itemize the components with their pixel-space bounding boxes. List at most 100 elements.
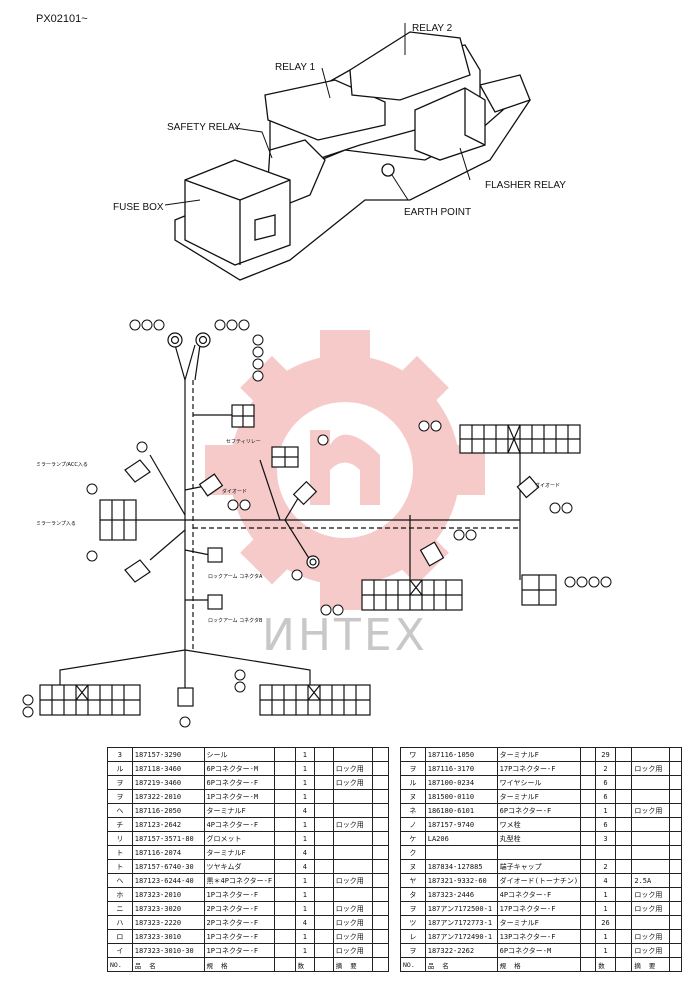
cell-empty [668,915,683,930]
cell-empty [580,915,597,930]
header-cell: 数 [595,957,616,972]
connector-1p-bottom [177,687,194,707]
mounting-bracket [479,74,531,113]
cell-empty [371,775,390,790]
cell-empty [614,831,633,846]
header-label: NO. [403,960,415,969]
cell-name: シール [203,747,276,762]
cell-empty [614,943,633,958]
header-label: 品 [134,961,142,970]
callout-connector-a: ロックアーム コネクタA [208,573,263,580]
connector-6p-left [99,499,137,541]
cell-empty [314,915,334,930]
label-flasher-relay: FLASHER RELAY [485,180,566,191]
connector-lock-b [207,594,223,610]
cell-part: 187116-2074 [131,845,205,860]
cell-note: ロック用 [332,873,373,888]
cell-part: 187123-6244-40 [131,873,205,888]
cell-no: タ [400,887,426,902]
cell-qty: 4 [294,803,316,818]
cell-empty [580,901,597,916]
cell-part: 187123-2642 [131,817,205,832]
connector-4p [271,446,299,468]
cell-note [332,789,373,804]
cell-no: 3 [107,747,133,762]
cell-empty [314,817,334,832]
cell-no: ル [107,761,133,776]
cell-qty: 1 [294,873,316,888]
cell-empty [371,929,390,944]
cell-part: 186180-6101 [424,803,498,818]
cell-note [332,845,373,860]
cell-qty: 26 [595,915,616,930]
cell-part: 187アン7172773-1 [424,915,498,930]
cell-qty: 1 [294,943,316,958]
cell-empty [314,943,334,958]
diode-left [198,473,224,497]
cell-name: グロメット [203,831,276,846]
cell-qty: 4 [294,915,316,930]
cell-no: チ [107,817,133,832]
cell-empty [274,943,296,958]
header-cell [614,957,633,972]
earth-point-bolt [381,163,395,177]
cell-empty [274,929,296,944]
callout-connector-b: ロックアーム コネクタB [208,617,263,624]
cell-empty [314,873,334,888]
header-cell: 摘要 [631,957,670,972]
connector-17p-top [459,424,581,454]
cell-part: 187アン7172490-1 [424,929,498,944]
cell-empty [668,859,683,874]
cell-no: ク [400,845,426,860]
cell-name: 1Pコネクター-M [203,789,276,804]
cell-note: ロック用 [332,929,373,944]
cell-no: ヲ [107,789,133,804]
cell-empty [371,747,390,762]
connector-lock-a [207,547,223,563]
cell-note: ロック用 [332,943,373,958]
cell-empty [580,817,597,832]
cell-name: 17Pコネクター-F [496,901,582,916]
cell-part: 187アン7172500-1 [424,901,498,916]
cell-empty [668,761,683,776]
cell-empty [314,761,334,776]
cell-no: ヌ [400,789,426,804]
cell-part: 187323-3020 [131,901,205,916]
cell-qty: 1 [294,789,316,804]
header-label: 数 [297,961,305,970]
cell-no: ヤ [400,873,426,888]
cell-empty [614,803,633,818]
cell-name: ダイオード(トーナチン) [496,873,582,888]
cell-name: ワメ栓 [496,817,582,832]
cell-no: ヲ [400,761,426,776]
cell-no: ツ [400,915,426,930]
cell-empty [371,803,390,818]
cell-part: 187100-0234 [424,775,498,790]
cell-name: 6Pコネクター-M [496,943,582,958]
cell-qty: 1 [294,901,316,916]
cell-empty [668,817,683,832]
cell-empty [668,873,683,888]
cell-note: ロック用 [332,915,373,930]
cell-empty [371,845,390,860]
cell-name [496,845,582,860]
header-label: 品 [427,961,435,970]
header-label: 摘 [335,961,343,970]
cell-name: 4Pコネクター-F [496,887,582,902]
cell-no: ル [400,775,426,790]
header-label: 規 [499,961,507,970]
header-cell: NO. [400,957,426,972]
cell-no: ワ [400,747,426,762]
